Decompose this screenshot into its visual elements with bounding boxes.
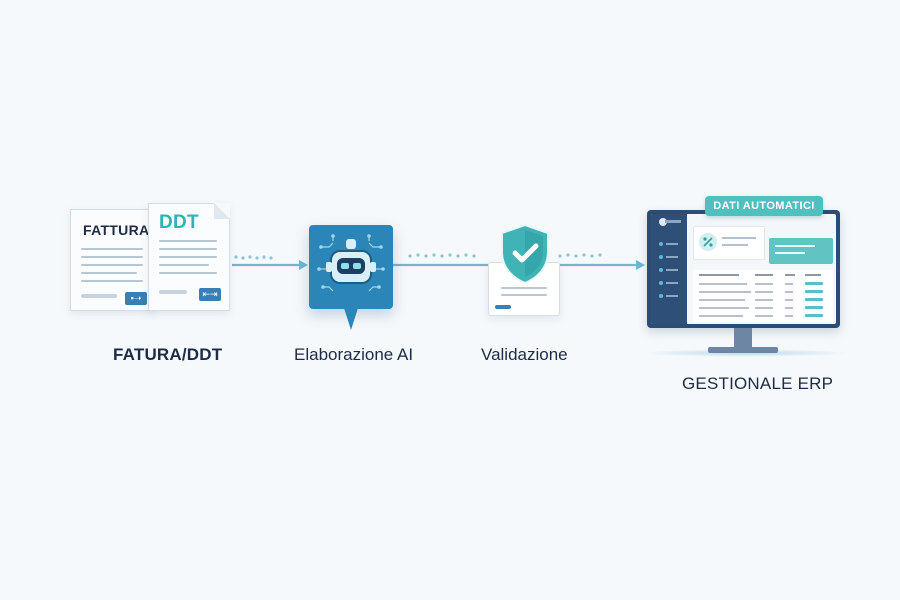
shield-check-icon xyxy=(501,223,549,285)
ddt-document: DDT ⇤⇥ xyxy=(148,203,230,311)
doc-line xyxy=(159,240,217,242)
table-status xyxy=(805,282,823,285)
table-header xyxy=(785,274,795,276)
table-row xyxy=(755,283,773,285)
connector-docs-to-ai xyxy=(232,255,308,270)
erp-sidebar-header xyxy=(665,220,681,223)
highlight-line xyxy=(775,252,805,254)
monitor-icon xyxy=(647,210,840,328)
table-header xyxy=(755,274,773,276)
ddt-title: DDT xyxy=(159,212,199,233)
doc-bar xyxy=(159,290,187,294)
table-row xyxy=(755,291,773,293)
table-status xyxy=(805,298,823,301)
page-fold xyxy=(214,203,230,219)
table-row xyxy=(785,283,793,285)
table-row xyxy=(699,291,751,293)
erp-sidebar-item xyxy=(659,294,681,298)
table-header xyxy=(699,274,739,276)
card-line xyxy=(501,287,547,289)
monitor-stand-base xyxy=(708,347,778,353)
monitor-stand-neck xyxy=(734,328,752,348)
ai-stage-label: Elaborazione AI xyxy=(294,345,414,364)
table-status xyxy=(805,314,823,317)
kpi-line xyxy=(722,237,756,239)
doc-line xyxy=(81,256,143,258)
erp-sidebar-item xyxy=(659,281,681,285)
table-row xyxy=(785,299,793,301)
ai-speech-tail xyxy=(344,308,358,330)
table-row xyxy=(785,307,793,309)
table-status xyxy=(805,290,823,293)
doc-line xyxy=(81,248,143,250)
erp-table xyxy=(693,270,833,322)
doc-line xyxy=(159,272,217,274)
monitor-glow xyxy=(640,349,850,357)
table-row xyxy=(699,299,745,301)
table-row xyxy=(699,307,749,309)
table-row xyxy=(699,315,743,317)
robot-icon xyxy=(317,234,385,292)
doc-line xyxy=(81,264,143,266)
table-row xyxy=(785,315,793,317)
erp-sidebar-item xyxy=(659,242,681,246)
ai-processing-box xyxy=(309,225,393,309)
table-row xyxy=(755,299,773,301)
doc-line xyxy=(159,248,217,250)
document-stack: FATTURA ▪➝ DDT ⇤⇥ xyxy=(70,203,234,313)
erp-sidebar-item xyxy=(659,255,681,259)
erp-sidebar xyxy=(651,214,687,324)
erp-sidebar-item xyxy=(659,268,681,272)
kpi-line xyxy=(722,244,748,246)
erp-kpi-card xyxy=(693,226,765,260)
doc-line xyxy=(159,264,209,266)
erp-highlight-card xyxy=(769,238,833,264)
erp-screen xyxy=(651,214,836,324)
card-bar xyxy=(495,305,511,309)
erp-logo-icon xyxy=(659,218,667,226)
doc-bar xyxy=(81,294,117,298)
table-header xyxy=(805,274,821,276)
documents-stage-label: FATURA/DDT xyxy=(113,345,223,364)
connector-validation-to-erp xyxy=(552,253,645,270)
table-row xyxy=(699,283,747,285)
validation-stage-label: Validazione xyxy=(481,345,568,364)
doc-line xyxy=(159,256,217,258)
table-status xyxy=(805,306,823,309)
percent-icon xyxy=(699,233,717,251)
auto-data-badge: DATI AUTOMATICI xyxy=(705,196,823,216)
table-row xyxy=(785,291,793,293)
erp-stage-label: GESTIONALE ERP xyxy=(682,374,834,393)
table-row xyxy=(755,315,773,317)
connector-ai-to-validation xyxy=(393,253,490,267)
table-row xyxy=(755,307,773,309)
doc-line xyxy=(81,272,137,274)
card-line xyxy=(501,294,547,296)
doc-line xyxy=(81,280,143,282)
invoice-action-badge: ▪➝ xyxy=(125,292,147,305)
invoice-title: FATTURA xyxy=(83,222,150,238)
ddt-action-badge: ⇤⇥ xyxy=(199,288,221,301)
invoice-document: FATTURA ▪➝ xyxy=(70,209,154,311)
highlight-line xyxy=(775,245,815,247)
